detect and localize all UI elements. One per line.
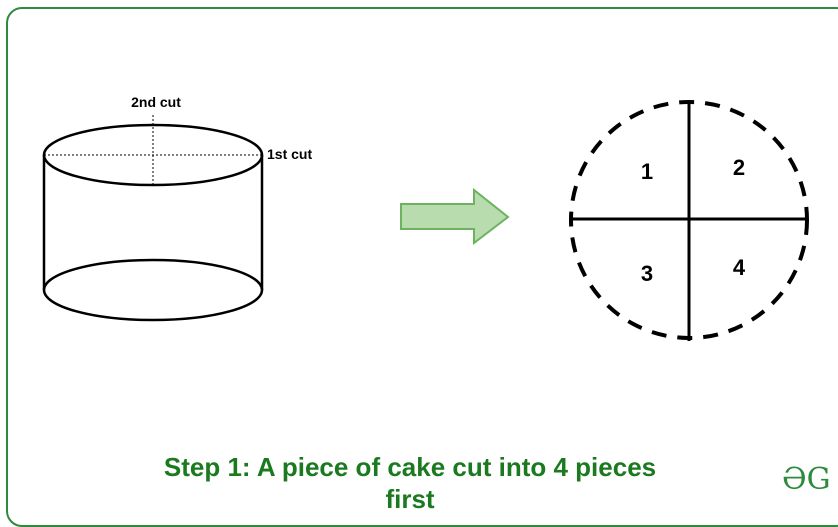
- gfg-logo-icon: ƏG: [782, 462, 831, 497]
- caption-line-2: first: [385, 484, 435, 514]
- first-cut-label: 1st cut: [267, 146, 312, 162]
- piece-label-3: 3: [641, 261, 653, 286]
- right-arrow-icon: [400, 187, 510, 246]
- piece-label-1: 1: [641, 159, 653, 184]
- cylinder-bottom-ellipse: [42, 258, 264, 322]
- piece-label-2: 2: [733, 155, 745, 180]
- second-cut-label: 2nd cut: [131, 94, 181, 110]
- cake-cut-diagram: 2nd cut 1st cut 1 2 3 4: [42, 94, 809, 341]
- caption-line-1: Step 1: A piece of cake cut into 4 piece…: [163, 452, 657, 482]
- cake-top-view: [569, 100, 809, 341]
- piece-label-4: 4: [733, 255, 746, 280]
- cake-cylinder: [42, 115, 264, 322]
